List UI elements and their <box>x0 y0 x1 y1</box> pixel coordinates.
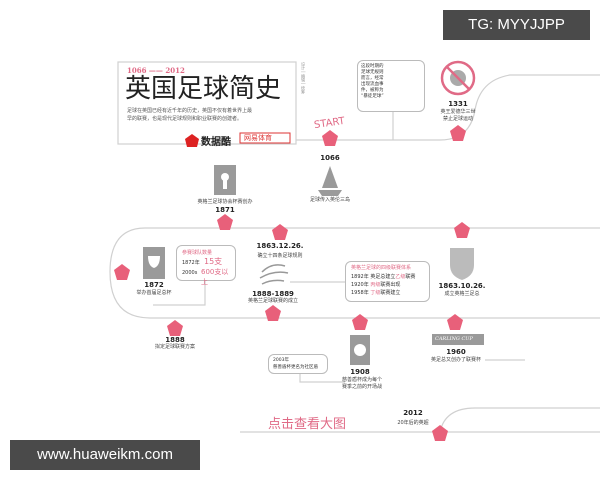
mob-football-text: 这段时期的足球无规则而言，经常出现流血事件，被称为“暴徒足球” <box>361 64 384 99</box>
event-year: 1863.10.26. <box>438 282 486 290</box>
event-year: 1872 <box>144 281 164 289</box>
title-description-1: 足球在英国已经有近千年的历史，英国不仅有着世界上最 <box>127 108 253 114</box>
side-credit: 设计 | 编辑 | 统筹 <box>301 62 306 94</box>
fa-cup-teams-box: 参赛球队数量 1872年 15支 2000s 600支以上 <box>176 245 236 286</box>
event-year: 1331 <box>448 100 468 108</box>
event-text: 英足总又创办了联赛杯 <box>430 357 482 363</box>
event-text: 禁止足球运动 <box>442 116 474 122</box>
pentagon-marker <box>454 222 470 238</box>
england-crest-icon <box>450 248 474 280</box>
event-text: 英格兰足球协会杯赛创办 <box>197 199 253 205</box>
event-year: 1908 <box>350 368 370 376</box>
netease-logo <box>239 132 291 144</box>
event-text: 20年后的英超 <box>397 420 429 426</box>
community-shield-box: 2003年 慈善盾杯更名为社区盾 <box>268 354 328 374</box>
pentagon-marker <box>352 314 368 330</box>
ship-icon <box>318 166 342 196</box>
pentagon-marker <box>114 264 130 280</box>
carling-cup-logo <box>432 334 484 345</box>
fa-cup-icon <box>143 247 165 279</box>
no-football-icon <box>440 60 476 96</box>
pentagon-marker <box>217 214 233 230</box>
carling-cup-text: CARLING CUP <box>435 336 473 342</box>
league-system-box: 英格兰足球的四级联赛体系 1892年 英足总建立乙级联赛 1920年 丙级联赛出… <box>345 261 430 302</box>
community-shield-icon <box>350 335 370 365</box>
event-text: 英王爱德华三世 <box>440 109 476 115</box>
league-row: 1920年 丙级联赛出现 <box>351 282 401 288</box>
pentagon-marker <box>322 130 338 146</box>
pentagon-marker <box>450 125 466 141</box>
event-year: 1888-1889 <box>252 290 294 298</box>
shujuku-logo-icon <box>185 134 199 147</box>
event-year: 1960 <box>446 348 466 356</box>
league-row: 1958年 丁级联赛建立 <box>351 290 401 296</box>
event-year: 1863.12.26. <box>256 242 304 250</box>
page-title: 英国足球简史 <box>125 74 282 104</box>
league-logo-icon <box>259 264 289 285</box>
event-text: 足球传入英伦三岛 <box>309 197 351 203</box>
view-large-link[interactable]: 点击查看大图 <box>268 417 347 432</box>
event-year: 1871 <box>215 206 235 214</box>
title-description-2: 早的联赛，也是现代足球规则和职业联赛的创建者。 <box>127 116 243 122</box>
watermark-bottom: www.huaweikm.com <box>10 440 200 470</box>
watermark-top: TG: MYYJJPP <box>443 10 590 40</box>
event-year: 1066 <box>320 154 340 162</box>
title-years: 1066 —— 2012 <box>127 66 185 75</box>
pentagon-marker <box>432 425 448 441</box>
event-year: 2012 <box>403 409 423 417</box>
pentagon-marker <box>265 305 281 321</box>
mob-football-box <box>357 60 425 112</box>
event-year: 1888 <box>165 336 185 344</box>
event-text: 举办首届足总杯 <box>136 290 172 296</box>
pentagon-marker <box>447 314 463 330</box>
event-text: 成立英格兰足总 <box>444 291 480 297</box>
pentagon-marker <box>272 224 288 240</box>
cup-icon <box>214 165 236 195</box>
league-row: 1892年 英足总建立乙级联赛 <box>351 274 416 280</box>
logo-shujuku: 数据酷 <box>201 137 231 148</box>
event-text: 拟定足球联赛方案 <box>154 344 196 350</box>
event-text: 确立十四条足球规则 <box>257 253 303 259</box>
event-text: 英格兰足球联赛的成立 <box>247 298 299 304</box>
event-text: 赛季之前的开场战 <box>341 384 383 390</box>
logo-netease: 网易体育 <box>244 134 272 142</box>
pentagon-marker <box>167 320 183 336</box>
event-text: 慈善盾杯成为每个 <box>341 377 383 383</box>
